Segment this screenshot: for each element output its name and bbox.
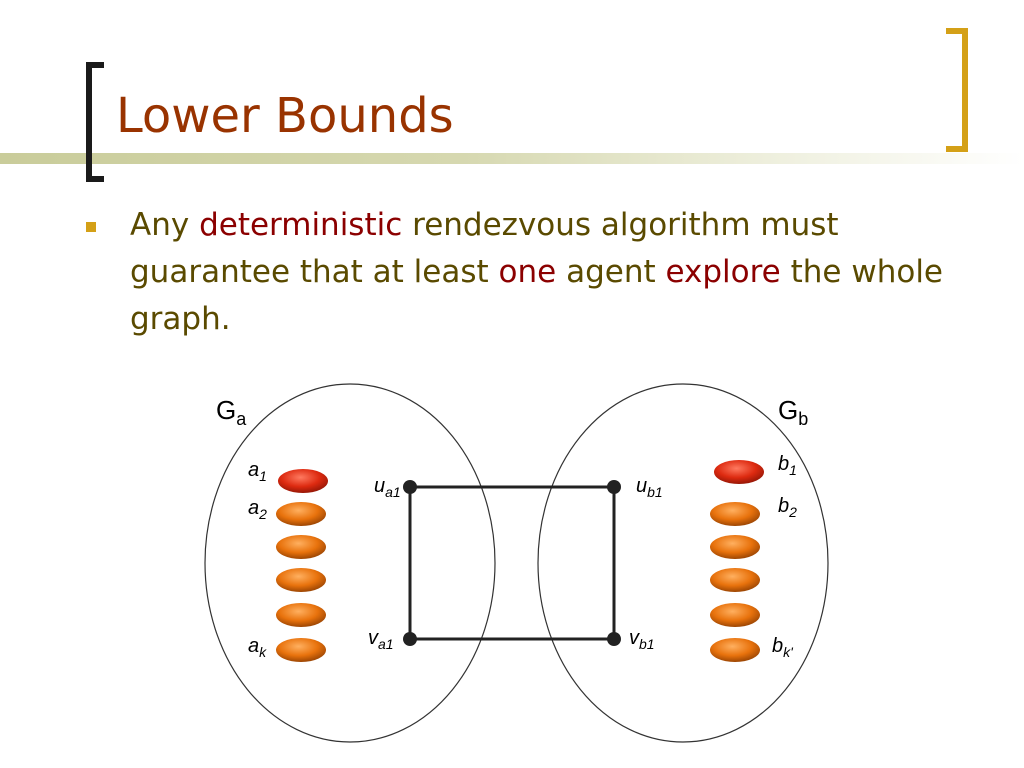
agent-left-3: [276, 535, 326, 559]
node-u-b1-label: ub1: [636, 475, 663, 500]
title-underline-band: [0, 153, 1024, 164]
agent-right-label-2: b2: [778, 495, 797, 520]
node-v-a1-label: va1: [368, 627, 394, 652]
agent-right-1: [714, 460, 764, 484]
agent-right-4: [710, 568, 760, 592]
bullet-part-highlight: explore: [665, 254, 781, 290]
bullet-part: Any: [130, 207, 200, 243]
agent-left-label-2: a2: [248, 497, 267, 522]
graph-left-ellipse: [204, 383, 496, 743]
agent-right-5: [710, 603, 760, 627]
agent-right-3: [710, 535, 760, 559]
bullet-part: agent: [556, 254, 666, 290]
bullet-text: Any deterministic rendezvous algorithm m…: [130, 202, 950, 343]
agent-left-label-1: a1: [248, 459, 267, 484]
graph-right-label: Gb: [778, 395, 808, 429]
slide-title: Lower Bounds: [116, 88, 454, 144]
node-u-a1: [403, 480, 417, 494]
agent-left-5: [276, 603, 326, 627]
agent-left-2: [276, 502, 326, 526]
node-v-a1: [403, 632, 417, 646]
graph-left-label: Ga: [216, 395, 247, 429]
agent-left-label-k: ak: [248, 635, 267, 660]
graph-right-ellipse: [537, 383, 829, 743]
right-bracket-decoration: [946, 28, 968, 152]
bullet-part: the whole graph.: [130, 254, 944, 337]
bullet-part: rendezvous algorithm must guarantee that…: [130, 207, 839, 290]
agent-left-4: [276, 568, 326, 592]
agent-left-1: [278, 469, 328, 493]
node-u-b1: [607, 480, 621, 494]
agent-right-2: [710, 502, 760, 526]
bullet-part-highlight: one: [498, 254, 557, 290]
bullet-part-highlight: deterministic: [199, 207, 403, 243]
agent-right-label-k: bk': [772, 635, 794, 660]
agent-right-label-1: b1: [778, 453, 797, 478]
agent-right-6: [710, 638, 760, 662]
node-v-b1: [607, 632, 621, 646]
node-u-a1-label: ua1: [374, 475, 401, 500]
node-v-b1-label: vb1: [629, 627, 655, 652]
agent-left-6: [276, 638, 326, 662]
left-bracket-decoration: [86, 62, 104, 182]
bullet-square-icon: [86, 222, 96, 232]
